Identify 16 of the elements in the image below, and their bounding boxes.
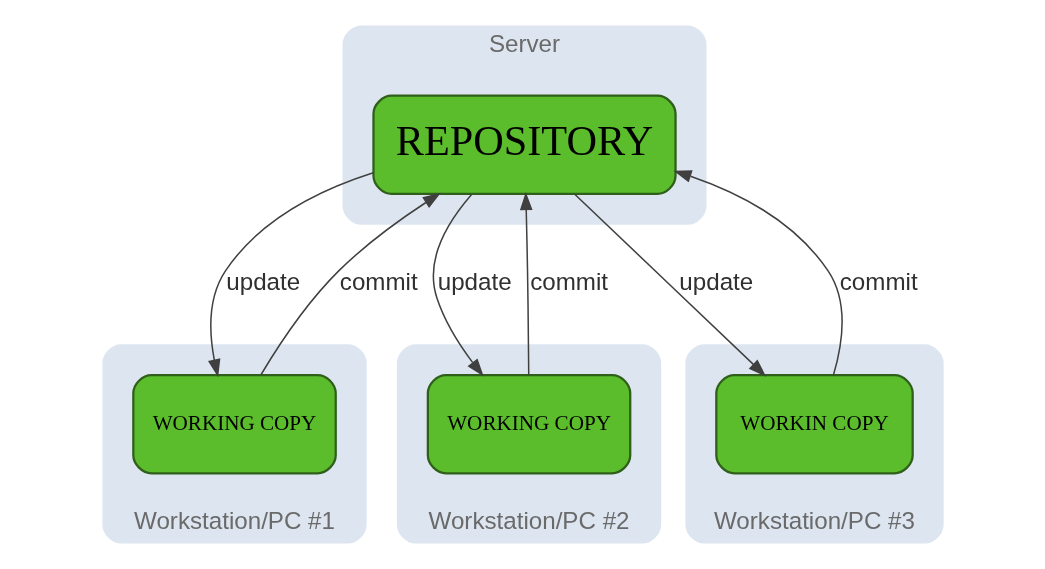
edge-label: commit — [339, 268, 418, 296]
arrow — [259, 192, 441, 376]
node-box: WORKING COPY — [426, 374, 631, 475]
arrow — [672, 170, 843, 376]
edge-label: commit — [839, 268, 918, 296]
edge-label: update — [225, 268, 300, 296]
arrow — [573, 193, 766, 377]
edge-label: update — [678, 268, 753, 296]
edge-label: commit — [529, 268, 608, 296]
node-box: WORKING COPY — [131, 374, 337, 475]
node-box: WORKIN COPY — [714, 374, 914, 475]
edge-label: update — [437, 268, 512, 296]
arrow — [519, 191, 533, 376]
arrow — [432, 193, 484, 377]
arrow — [207, 171, 374, 378]
node-box: REPOSITORY — [371, 94, 677, 195]
